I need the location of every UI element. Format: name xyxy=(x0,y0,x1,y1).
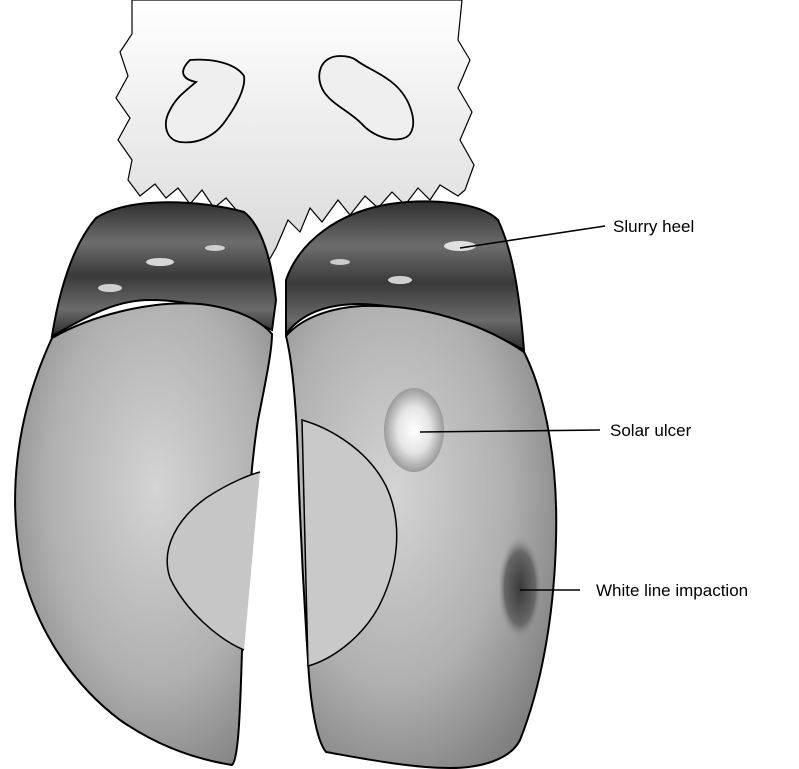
solar-ulcer-lesion xyxy=(384,388,444,472)
label-solar-ulcer: Solar ulcer xyxy=(610,422,691,439)
label-slurry-heel: Slurry heel xyxy=(613,218,694,235)
white-line-impaction-lesion xyxy=(498,536,542,640)
right-claw xyxy=(286,306,556,768)
label-white-line-impaction: White line impaction xyxy=(596,582,748,599)
left-claw xyxy=(15,303,272,765)
